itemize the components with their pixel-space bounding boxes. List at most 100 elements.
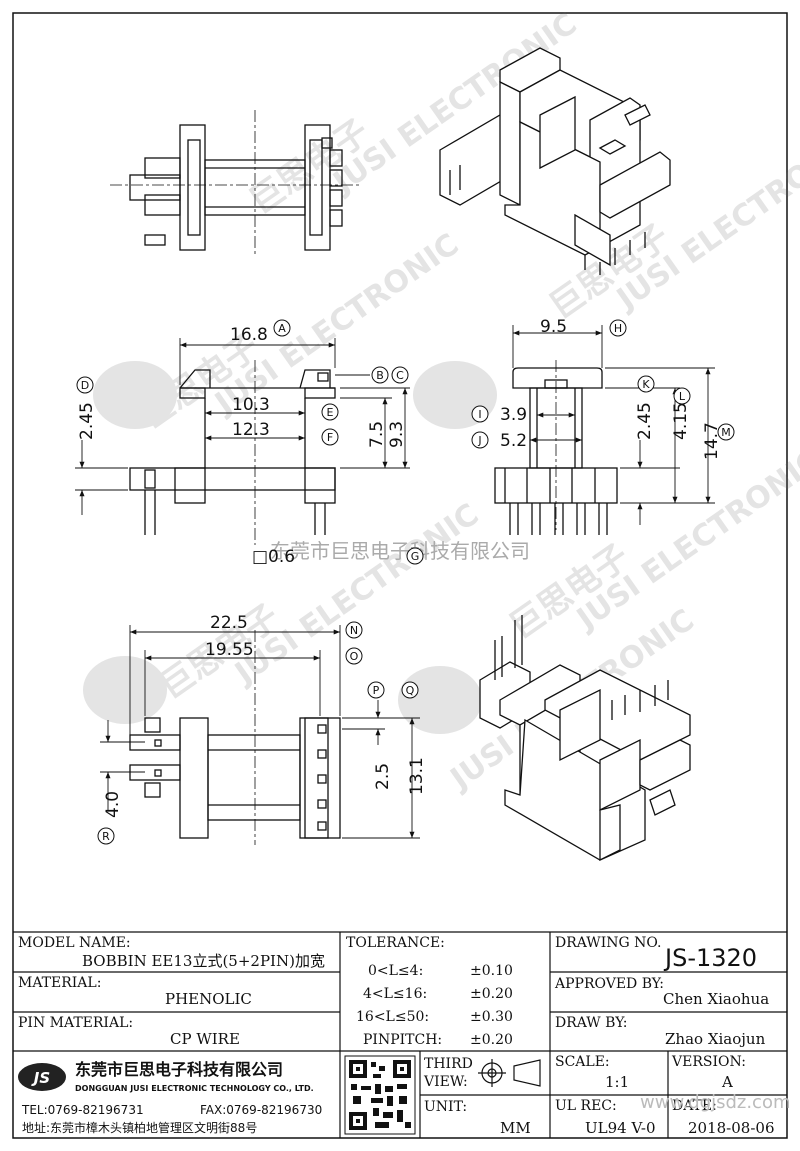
isometric-view-top <box>439 47 671 275</box>
dim-9-5: 9.5 <box>540 317 567 337</box>
svg-text:K: K <box>642 378 650 391</box>
scale-label: SCALE: <box>555 1054 610 1070</box>
pin-material-label: PIN MATERIAL: <box>18 1015 133 1031</box>
ul-rec-value: UL94 V-0 <box>585 1119 656 1137</box>
balloons: A B C D E F G H I J K L M N O P Q R <box>76 319 735 845</box>
tol-value-1: ±0.10 <box>470 963 513 979</box>
tol-value-3: ±0.30 <box>470 1009 513 1025</box>
dim-5-2: 5.2 <box>500 431 527 451</box>
svg-text:A: A <box>278 322 286 335</box>
drawing-no-label: DRAWING NO. <box>555 935 661 951</box>
dim-19-55: 19.55 <box>205 640 254 660</box>
balloon-c: C <box>391 366 409 384</box>
dim-22-5: 22.5 <box>210 613 248 633</box>
svg-text:L: L <box>679 390 686 403</box>
model-name-label: MODEL NAME: <box>18 935 131 951</box>
balloon-f: F <box>321 428 339 446</box>
company-tel: TEL:0769-82196731 <box>21 1103 144 1117</box>
dim-3-9: 3.9 <box>500 405 527 425</box>
dim-4-0: 4.0 <box>103 791 123 818</box>
balloon-i: I <box>471 405 489 423</box>
dim-10-3: 10.3 <box>232 395 270 415</box>
balloon-h: H <box>609 319 627 337</box>
dim-13-1: 13.1 <box>407 757 427 795</box>
approved-by-label: APPROVED BY: <box>554 976 664 992</box>
title-block <box>13 931 787 1138</box>
balloon-g: G <box>406 547 424 565</box>
dim-2-45-left: 2.45 <box>77 402 97 440</box>
third-view-label-1: THIRD <box>424 1056 473 1072</box>
material-label: MATERIAL: <box>18 975 101 991</box>
website-watermark: www.dgjsdz.com <box>640 1092 791 1113</box>
top-view <box>110 110 360 255</box>
title-block-text: MODEL NAME: BOBBIN EE13立式(5+2PIN)加宽 MATE… <box>18 935 791 1137</box>
dim-7-5: 7.5 <box>367 421 387 448</box>
unit-value: MM <box>500 1119 531 1137</box>
date-value: 2018-08-06 <box>688 1119 774 1137</box>
balloon-a: A <box>273 319 291 337</box>
balloon-p: P <box>367 681 385 699</box>
tol-value-4: ±0.20 <box>470 1032 513 1048</box>
company-logo <box>18 1063 66 1091</box>
company-address: 地址:东莞市樟木头镇柏地管理区文明街88号 <box>22 1120 257 1135</box>
company-fax: FAX:0769-82196730 <box>200 1103 322 1117</box>
svg-text:B: B <box>376 369 384 382</box>
balloon-m: M <box>717 423 735 441</box>
svg-text:E: E <box>327 406 334 419</box>
material-value: PHENOLIC <box>165 990 252 1008</box>
svg-text:J: J <box>477 434 481 447</box>
balloon-k: K <box>637 375 655 393</box>
sheet-border <box>12 12 788 1139</box>
tol-range-3: 16<L≤50: <box>356 1009 429 1025</box>
front-dim-labels: 16.8 10.3 12.3 2.45 7.5 9.3 □0.6 <box>77 325 407 567</box>
watermark-company: 东莞市巨思电子科技有限公司 <box>270 539 530 563</box>
date-label: DATE: <box>672 1098 717 1114</box>
isometric-view-bottom <box>479 615 691 862</box>
balloon-n: N <box>345 621 363 639</box>
drawing-no-value: JS-1320 <box>663 944 757 972</box>
side-view <box>494 360 618 535</box>
approved-by-value: Chen Xiaohua <box>663 990 769 1008</box>
front-dimensions <box>75 338 410 515</box>
svg-text:C: C <box>396 369 404 382</box>
svg-text:P: P <box>373 684 380 697</box>
pin-material-value: CP WIRE <box>170 1030 240 1048</box>
unit-label: UNIT: <box>424 1099 467 1115</box>
svg-text:O: O <box>350 650 359 663</box>
tol-range-4: PINPITCH: <box>363 1032 442 1048</box>
tolerance-label: TOLERANCE: <box>346 935 445 951</box>
third-angle-projection-icon <box>478 1059 541 1087</box>
tol-range-1: 0<L≤4: <box>368 963 423 979</box>
tol-value-2: ±0.20 <box>470 986 513 1002</box>
third-view-label-2: VIEW: <box>423 1074 468 1090</box>
model-name-value: BOBBIN EE13立式(5+2PIN)加宽 <box>82 952 325 970</box>
company-name-en: DONGGUAN JUSI ELECTRONIC TECHNOLOGY CO.,… <box>75 1084 314 1093</box>
balloon-o: O <box>345 647 363 665</box>
svg-text:G: G <box>411 550 420 563</box>
svg-text:F: F <box>327 431 333 444</box>
draw-by-value: Zhao Xiaojun <box>665 1030 766 1048</box>
svg-text:M: M <box>721 426 731 439</box>
balloon-b: B <box>371 366 389 384</box>
dim-4-15: 4.15 <box>671 402 691 440</box>
qr-code <box>344 1055 416 1135</box>
draw-by-label: DRAW BY: <box>555 1015 627 1031</box>
balloon-q: Q <box>401 681 419 699</box>
watermark-layer: 巨思电子 JUSI ELECTRONIC 巨思电子 JUSI ELECTRONI… <box>83 6 800 798</box>
dim-square-pin: □0.6 <box>252 547 295 567</box>
bottom-view <box>129 630 341 845</box>
dim-14-7: 14.7 <box>702 422 722 460</box>
svg-text:D: D <box>81 379 89 392</box>
dim-2-5: 2.5 <box>373 763 393 790</box>
balloon-r: R <box>97 827 115 845</box>
scale-value: 1:1 <box>605 1073 629 1091</box>
side-dimensions <box>512 325 715 525</box>
bottom-dimensions <box>100 625 420 839</box>
dim-12-3: 12.3 <box>232 420 270 440</box>
svg-text:N: N <box>350 624 358 637</box>
side-dim-labels: 9.5 3.9 5.2 2.45 4.15 14.7 <box>500 317 722 460</box>
ul-rec-label: UL REC: <box>555 1098 617 1114</box>
balloon-d: D <box>76 376 94 394</box>
front-view <box>129 360 336 545</box>
